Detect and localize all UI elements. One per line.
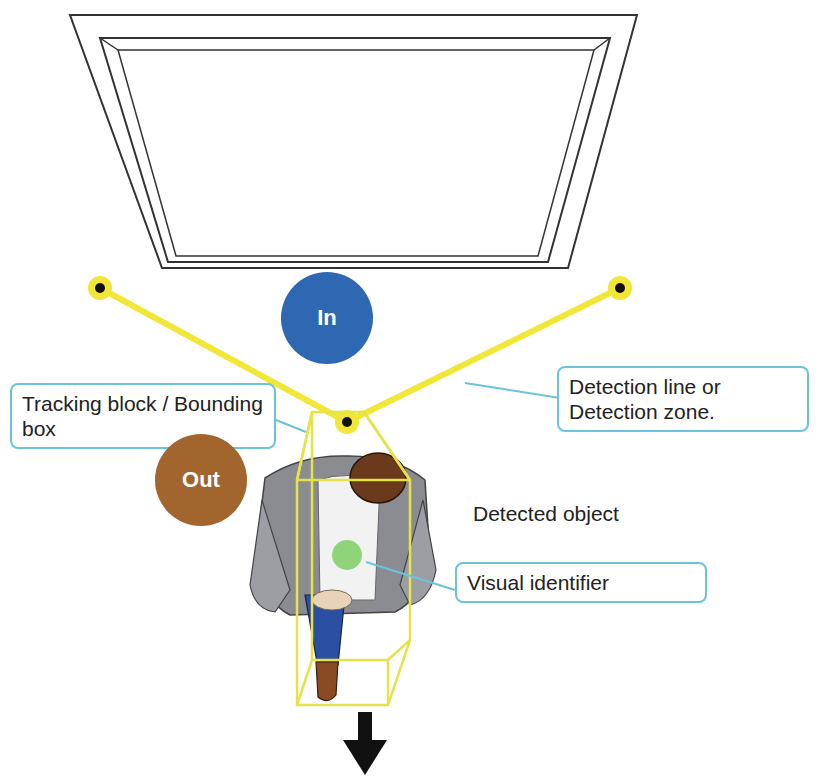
callout-text: Tracking block / Bounding box [22,391,264,441]
callout-box: Detection line or Detection zone. [557,366,809,432]
callout-box: Visual identifier [455,562,707,603]
leader-line [276,383,560,590]
person [250,453,436,701]
callout-text: Visual identifier [467,570,695,595]
callout-box: Tracking block / Bounding box [10,383,276,449]
circle-label: In [317,305,337,331]
direction-arrow [343,712,387,775]
circle-label: Out [182,467,220,493]
door-frame [70,15,637,268]
object-label: Detected object [473,502,619,526]
bounding-box [297,412,410,705]
in-circle: In [281,272,373,364]
callout-text: Detection line or Detection zone. [569,374,797,424]
out-circle: Out [155,434,247,526]
